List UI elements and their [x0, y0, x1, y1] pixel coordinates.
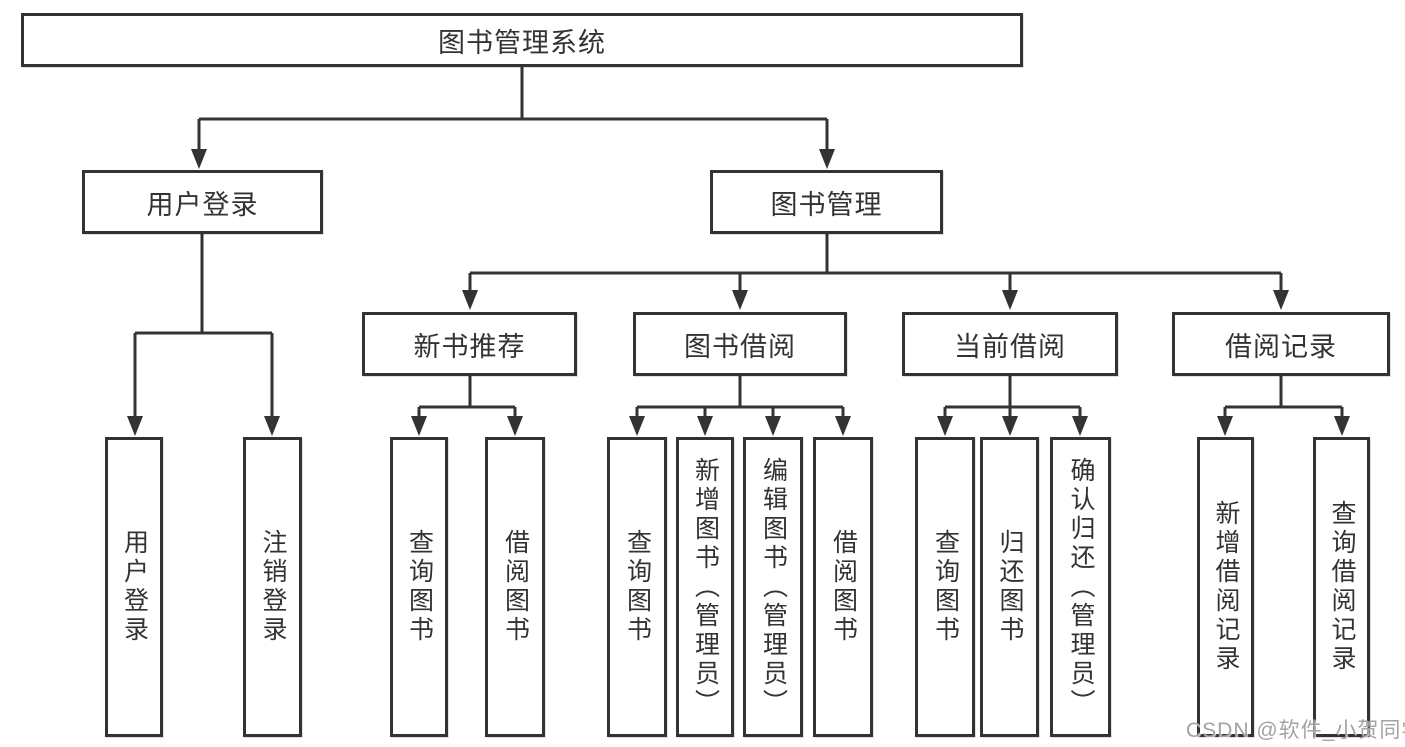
- leaf-logout: 注销登录: [243, 437, 302, 737]
- arrowheads: [127, 149, 1350, 436]
- node-library-management-system: 图书管理系统: [21, 13, 1023, 67]
- node-user-login: 用户登录: [82, 170, 323, 234]
- leaf-confirm-return-admin: 确认归还（管理员）: [1050, 437, 1111, 737]
- leaf-query-books-borrow: 查询图书: [607, 437, 667, 737]
- leaf-borrow-books: 借阅图书: [813, 437, 873, 737]
- node-book-borrowing: 图书借阅: [633, 312, 847, 376]
- leaf-edit-books-admin: 编辑图书（管理员）: [743, 437, 803, 737]
- leaf-user-login: 用户登录: [105, 437, 163, 737]
- node-borrowing-records: 借阅记录: [1172, 312, 1390, 376]
- leaf-query-borrow-record: 查询借阅记录: [1313, 437, 1370, 737]
- csdn-watermark: CSDN @软件_小贺同学: [1186, 719, 1405, 742]
- node-current-borrowing: 当前借阅: [902, 312, 1118, 376]
- leaf-add-books-admin: 新增图书（管理员）: [676, 437, 734, 737]
- leaf-borrow-books-recommend: 借阅图书: [485, 437, 545, 737]
- node-new-book-recommendation: 新书推荐: [362, 312, 577, 376]
- leaf-return-books: 归还图书: [980, 437, 1039, 737]
- node-book-management: 图书管理: [710, 170, 943, 234]
- leaf-add-borrow-record: 新增借阅记录: [1197, 437, 1254, 737]
- leaf-query-books-current: 查询图书: [915, 437, 975, 737]
- leaf-query-books-recommend: 查询图书: [390, 437, 448, 737]
